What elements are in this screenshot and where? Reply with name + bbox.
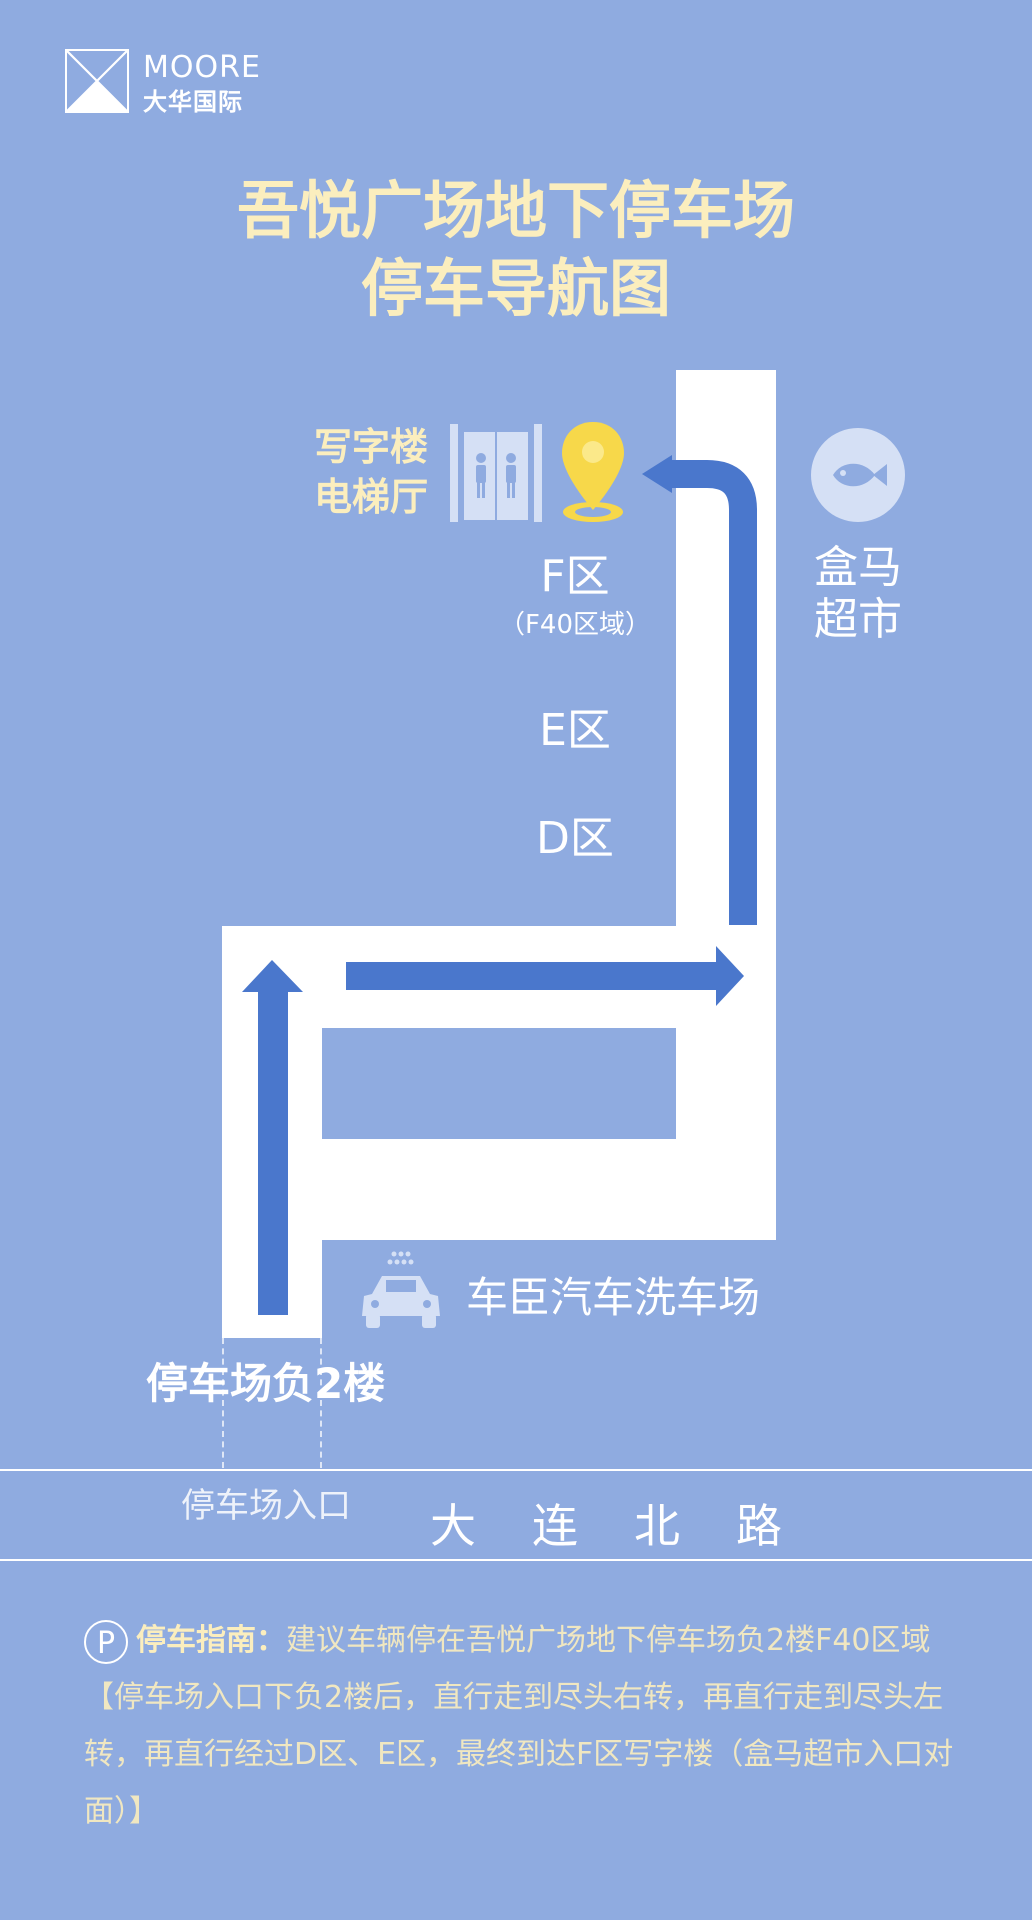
office-elevator-label: 写字楼 电梯厅 [288, 422, 428, 522]
zone-e-label: E区 [539, 705, 611, 756]
arrow-right [346, 946, 744, 1006]
logo-name-cn: 大华国际 [143, 88, 243, 116]
fish-icon [811, 428, 905, 522]
road-band [0, 1469, 1032, 1561]
location-pin-icon [562, 422, 624, 522]
office-label-line2: 电梯厅 [313, 475, 428, 519]
hema-label-line2: 超市 [814, 594, 902, 645]
parking-entrance-label: 停车场入口 [181, 1486, 351, 1526]
elevator-icon [450, 424, 542, 522]
logo-name-en: MOORE [143, 50, 261, 85]
road-name-label: 大连北路 [430, 1499, 838, 1553]
office-label-line1: 写字楼 [313, 425, 428, 469]
arrow-up-left [642, 455, 757, 925]
road-horizontal-bottom [222, 1139, 776, 1240]
parking-icon: P [84, 1619, 128, 1664]
arrow-up [242, 960, 303, 1315]
road-vertical-right [676, 370, 776, 1240]
zone-d-label: D区 [536, 813, 614, 864]
page-title-line2: 停车导航图 [360, 252, 671, 325]
hema-label-line1: 盒马 [814, 542, 902, 593]
floor-b2-label: 停车场负2楼 [146, 1359, 386, 1408]
zone-f-label: F区 [540, 551, 610, 602]
page-title-line1: 吾悦广场地下停车场 [236, 174, 795, 247]
car-wash-icon [362, 1251, 440, 1328]
car-wash-label: 车臣汽车洗车场 [466, 1273, 761, 1322]
logo-mark-icon [65, 49, 129, 113]
hema-supermarket-label: 盒马 超市 [803, 542, 913, 646]
guide-title: 停车指南： [136, 1623, 286, 1658]
guide-body: 建议车辆停在吾悦广场地下停车场负2楼F40区域【停车场入口下负2楼后，直行走到尽… [84, 1623, 954, 1829]
zone-f-sub-label: （F40区域） [498, 610, 652, 640]
entrance-dashed-box [222, 1338, 322, 1468]
